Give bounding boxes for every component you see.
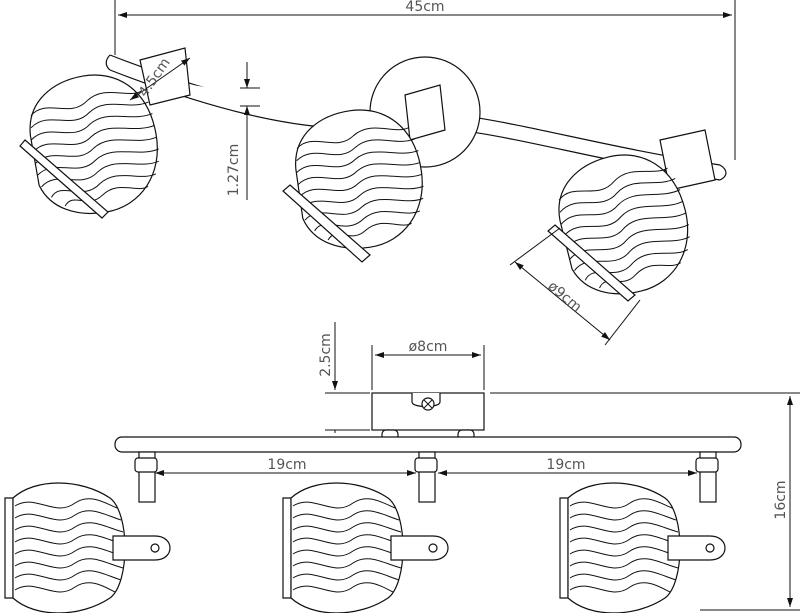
top-view <box>19 47 727 307</box>
label-canopy-diameter: ø8cm <box>409 339 448 355</box>
label-bar-thickness: 1.27cm <box>226 144 242 197</box>
dim-spacing-left: 19cm <box>155 457 416 476</box>
label-glass-diameter: ø9cm <box>545 278 585 315</box>
label-spacing-right: 19cm <box>546 457 585 473</box>
label-total-width: 45cm <box>405 0 444 15</box>
label-spacing-left: 19cm <box>267 457 306 473</box>
dim-total-height: 16cm <box>490 392 800 611</box>
dim-total-width: 45cm <box>114 0 736 160</box>
dim-spacing-right: 19cm <box>438 457 697 476</box>
dim-canopy-height: 2.5cm <box>318 322 370 433</box>
dim-canopy-diameter: ø8cm <box>371 339 485 390</box>
label-canopy-height: 2.5cm <box>318 333 334 377</box>
front-view <box>4 392 742 613</box>
label-total-height: 16cm <box>773 480 789 519</box>
dim-bar-thickness: 1.27cm <box>226 62 260 200</box>
